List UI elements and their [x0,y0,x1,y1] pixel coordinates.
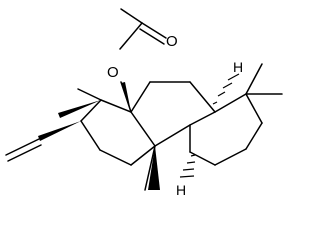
ring-b-bond-5 [154,124,191,147]
carbonyl-double-bond-a [141,22,167,39]
hydrogen-bottom-label: H [176,182,186,198]
substituents [5,63,283,191]
ring-a-bond-1 [100,99,132,113]
ring-a-methyl-bond [77,88,102,101]
carbonyl-oxygen-label: O [166,33,178,50]
ring-c-bond-1 [214,93,247,113]
ring-b-bond-1 [130,81,151,113]
vinyl-wedge-bond [38,121,81,141]
methyl-bond [120,8,143,24]
vinyl-double-bond-a [5,138,40,156]
o-to-c-wedge-bond [117,82,131,112]
ring-c [189,93,263,166]
gem-methyl-2-bond [245,63,263,95]
vinyl-double-bond-b [7,144,42,162]
c10-methyl-bond [144,145,156,191]
ring-a-bond-3 [80,120,101,151]
ring-b-bond-4 [189,111,216,126]
o-to-c-bond [120,81,132,113]
ring-b [130,81,216,147]
stereo-hydrogens: H H [176,59,243,198]
ring-b-bond-3 [189,81,216,113]
vinyl-group [5,121,81,162]
ring-a-bond-4 [99,149,132,166]
ring-a-methyl-wedge [58,100,101,118]
hash-bond-top-h [212,73,240,105]
acetate-group: O O [107,8,178,113]
ring-c-bond-2 [245,93,263,124]
ring-a-bond-6 [130,111,156,147]
carbonyl-double-bond-b [139,28,165,45]
chemical-structure: O O [5,8,283,198]
ring-a [80,99,156,166]
ring-c-bond-3 [245,122,263,150]
hash-bond-bottom-h [179,154,196,178]
hydrogen-top-label: H [233,59,243,75]
ring-a-bond-5 [130,145,156,166]
carbonyl-to-ester-o-bond [119,22,143,50]
ring-a-bond-2 [80,99,102,122]
ester-oxygen-label: O [107,64,119,81]
ring-c-bond-5 [189,151,216,166]
c10-methyl-wedge [148,146,160,190]
ring-c-bond-4 [214,148,247,166]
